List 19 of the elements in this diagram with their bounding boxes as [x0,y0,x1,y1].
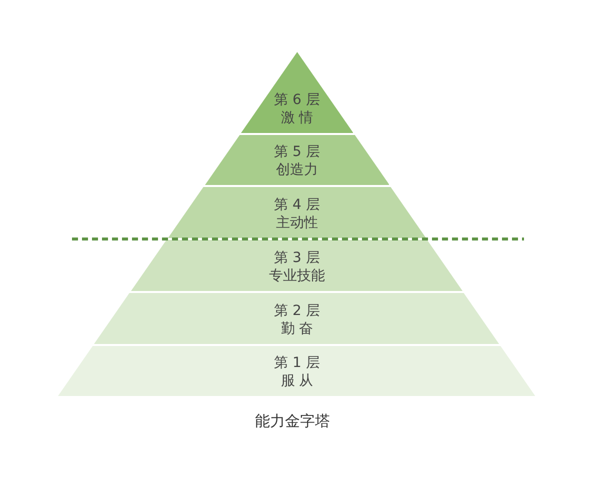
pyramid-layer [204,135,390,185]
pyramid-layer [240,52,354,133]
pyramid-layer [58,346,536,396]
layer-label: 创造力 [276,161,318,179]
layer-number: 第 5 层 [274,143,320,161]
layer-number: 第 3 层 [274,249,320,267]
layer-number: 第 2 层 [274,302,320,320]
pyramid-layer [168,187,426,238]
layer-number: 第 4 层 [274,196,320,214]
layer-number: 第 6 层 [274,91,320,109]
layer-label: 激 情 [280,109,314,127]
layer-number: 第 1 层 [274,354,320,372]
caption: 能力金字塔 [255,412,330,431]
pyramid-layer [94,293,500,344]
layer-label: 勤 奋 [280,320,314,338]
layer-label: 主动性 [276,214,318,232]
layer-label: 专业技能 [268,267,325,285]
pyramid-layer [131,240,463,291]
layer-label: 服 从 [280,372,314,390]
